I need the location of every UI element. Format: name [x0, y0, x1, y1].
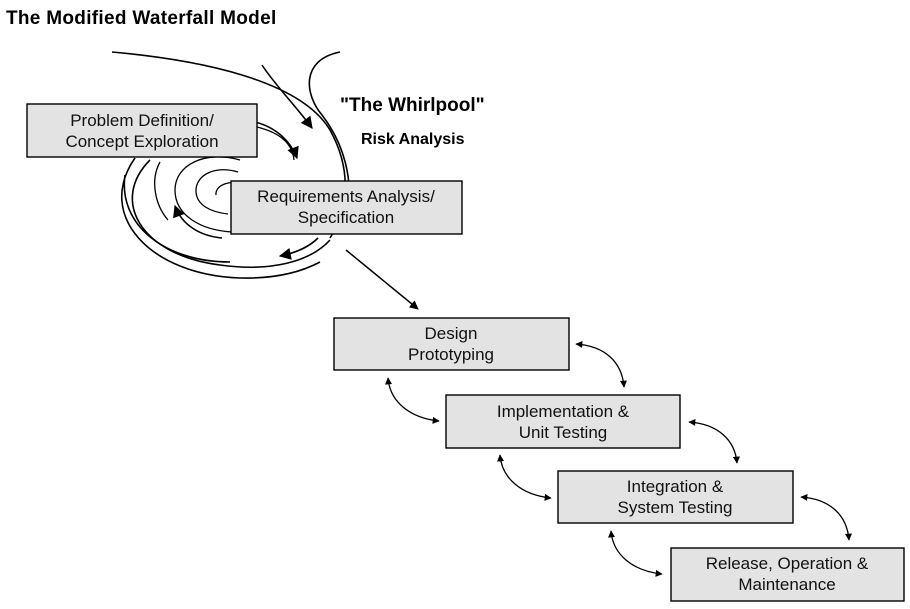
- stage-integration: Integration & System Testing: [557, 470, 794, 524]
- swirl-hook: [308, 51, 350, 206]
- whirlpool-title: "The Whirlpool": [340, 95, 485, 116]
- stage-label-line2: Maintenance: [738, 575, 835, 594]
- stage-label-line1: Requirements Analysis/: [257, 187, 435, 206]
- stage-label-line2: Unit Testing: [519, 423, 608, 442]
- swirl-arrow-bottom: [278, 237, 319, 260]
- stage-label-line2: Specification: [298, 208, 394, 227]
- stage-label-line1: Release, Operation &: [706, 554, 869, 573]
- feedback-arrows-right: [575, 340, 852, 541]
- swirl-stream-arrow: [261, 64, 313, 129]
- swirl-arrow-left: [173, 204, 223, 239]
- stage-implementation: Implementation & Unit Testing: [445, 394, 681, 449]
- stage-label-line2: Prototyping: [408, 345, 494, 364]
- bidir-arrow-design-implementation: [575, 340, 627, 388]
- stage-problem-definition: Problem Definition/ Concept Exploration: [26, 103, 258, 158]
- stage-label-line2: System Testing: [618, 498, 733, 517]
- bidir-arrow-implementation-integration: [688, 418, 740, 464]
- swirl-arc-1: [131, 159, 331, 268]
- flow-arrow-requirements-to-design: [345, 249, 419, 310]
- bidir-arrow-left-implementation-integration: [497, 454, 552, 501]
- stage-label-line2: Concept Exploration: [65, 132, 218, 151]
- whirlpool-subtitle: Risk Analysis: [361, 131, 465, 148]
- stage-label-line1: Integration &: [627, 477, 724, 496]
- stage-release: Release, Operation & Maintenance: [670, 547, 905, 602]
- swirl-arc-3: [123, 174, 231, 263]
- swirl-arrow-upper: [254, 121, 299, 160]
- stage-label-line1: Problem Definition/: [70, 111, 214, 130]
- feedback-arrows-left: [385, 377, 663, 577]
- swirl-ring-4: [154, 161, 169, 221]
- stage-label-line1: Design: [425, 324, 478, 343]
- stage-label-line1: Implementation &: [497, 402, 630, 421]
- diagram-title: The Modified Waterfall Model: [6, 8, 277, 29]
- swirl-arc-2: [121, 157, 321, 279]
- stage-requirements-analysis: Requirements Analysis/ Specification: [230, 180, 463, 235]
- swirl-ring-2: [195, 169, 239, 215]
- whirlpool-swirl: [111, 51, 350, 279]
- bidir-arrow-integration-release: [800, 493, 852, 541]
- bidir-arrow-left-design-implementation: [385, 377, 440, 424]
- stage-design: Design Prototyping: [333, 317, 570, 371]
- bidir-arrow-left-integration-release: [608, 530, 663, 577]
